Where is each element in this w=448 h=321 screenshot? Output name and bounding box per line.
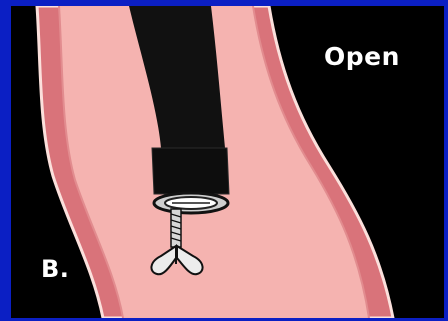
panel-label: B. bbox=[41, 255, 69, 283]
state-label: Open bbox=[324, 42, 400, 71]
endoscope-tip bbox=[152, 148, 229, 194]
